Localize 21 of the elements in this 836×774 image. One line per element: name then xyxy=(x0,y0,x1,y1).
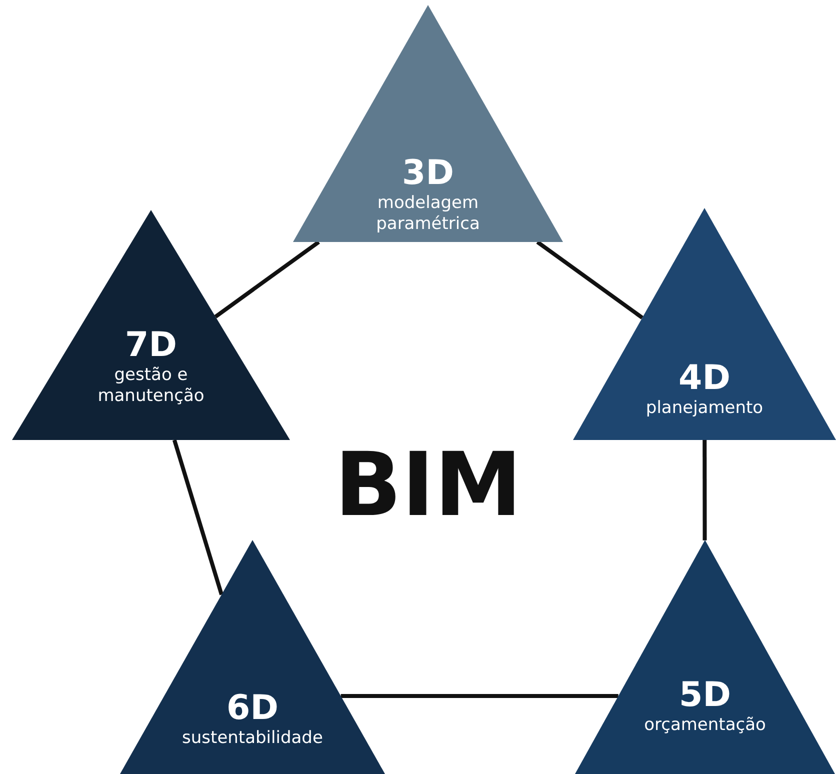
dimension-heading: 6D xyxy=(226,688,278,728)
dimension-heading: 5D xyxy=(679,675,731,715)
dimension-description: modelagem paramétrica xyxy=(375,193,481,235)
connector-line xyxy=(214,240,320,318)
triangle-node xyxy=(573,208,836,440)
triangle-node xyxy=(575,540,835,774)
dimension-description: sustentabilidade xyxy=(181,728,324,749)
center-title: BIM xyxy=(334,437,522,533)
triangle-node xyxy=(293,5,563,242)
connector-line xyxy=(172,439,224,596)
triangle-node xyxy=(12,210,290,440)
dimension-heading: 4D xyxy=(678,358,730,398)
dimension-heading: 3D xyxy=(402,153,454,193)
dimension-description: orçamentação xyxy=(643,715,767,736)
dimension-heading: 7D xyxy=(125,325,177,365)
connector-line xyxy=(536,240,644,320)
connector-line xyxy=(702,440,707,540)
connector-line xyxy=(340,694,618,698)
dimension-description: gestão e manutenção xyxy=(96,365,206,407)
dimension-description: planejamento xyxy=(644,398,764,419)
triangle-node xyxy=(120,540,385,774)
